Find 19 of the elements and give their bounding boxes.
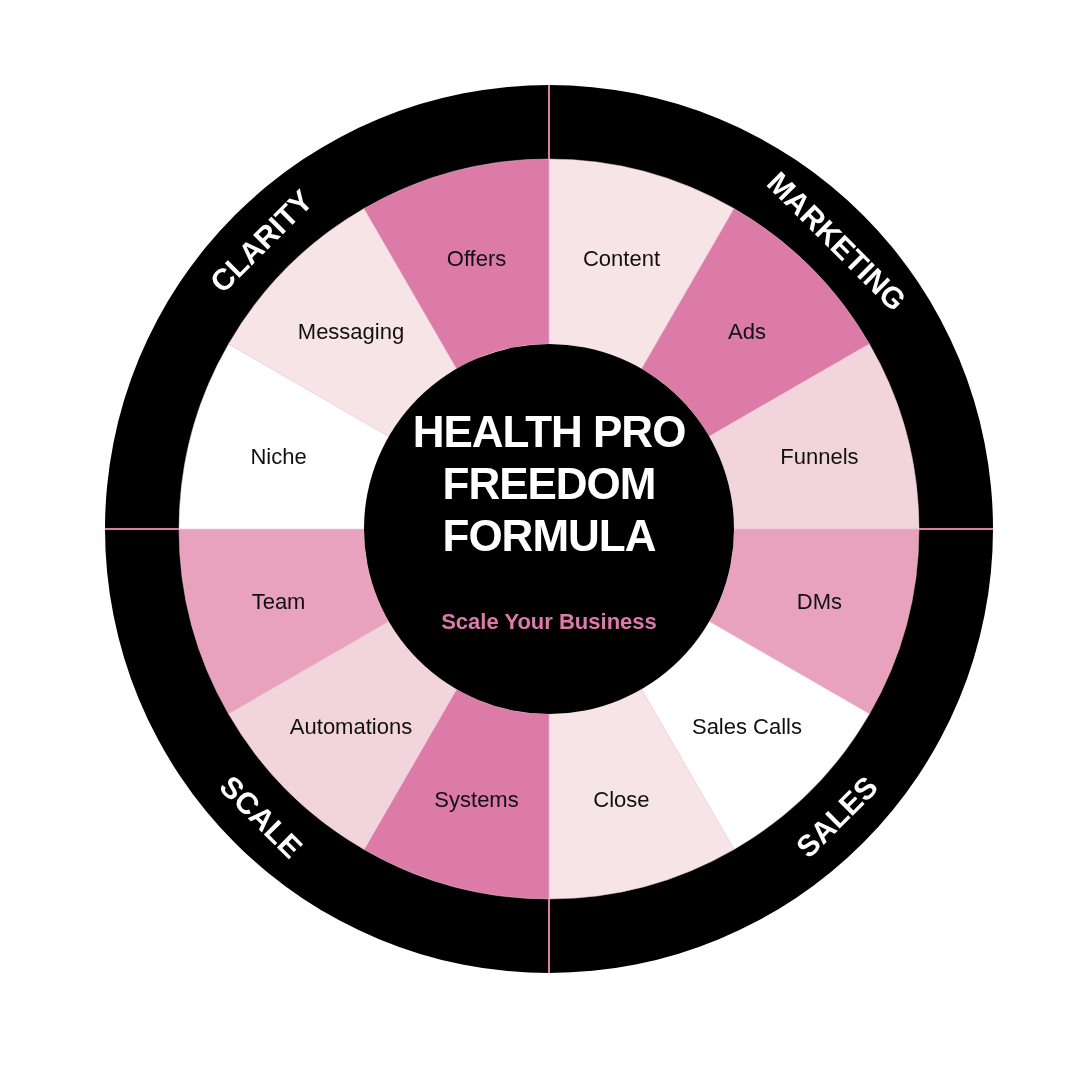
wheel-segment [178,343,390,530]
wheel-segment [178,528,390,715]
segment-label: Messaging [297,318,405,344]
segment-label: Ads [728,318,766,344]
segment-label: Automations [289,714,413,740]
segment-label: Offers [446,246,507,272]
segment-label: Sales Calls [691,714,802,740]
segment-label: Funnels [780,444,859,470]
subtitle: Scale Your Business [441,609,657,634]
segment-label: Niche [250,444,307,470]
hub-circle [364,344,734,714]
segment-label: Close [593,786,650,812]
wheel-segment [708,528,920,715]
title: HEALTH PRO FREEDOM FORMULA [412,407,686,560]
segment-label: Content [582,246,660,272]
segment-label: Systems [434,786,519,812]
segment-label: DMs [796,588,843,614]
segment-label: Team [251,588,306,614]
wheel-segment [708,343,920,530]
